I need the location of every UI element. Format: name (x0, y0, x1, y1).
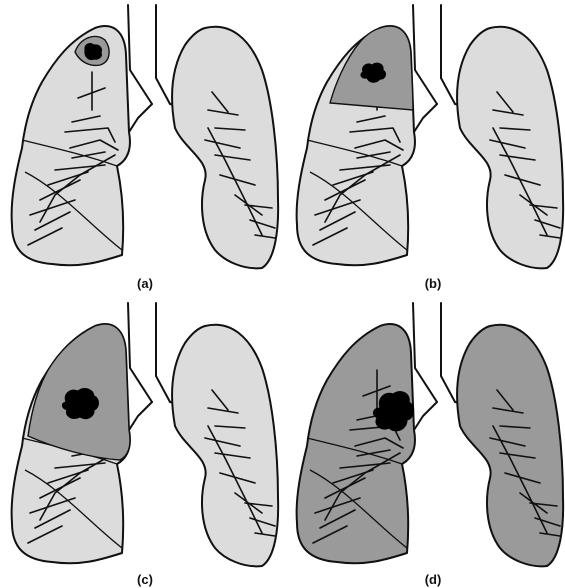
panel-c: (c) (12, 303, 279, 587)
lung-schematic (297, 5, 564, 268)
panel-label-a: (a) (137, 276, 153, 291)
panel-b: (b) (297, 5, 564, 291)
tumor-mass (62, 389, 98, 419)
lung-schematic (297, 303, 564, 566)
lung-schematic (12, 5, 279, 268)
panel-label-d: (d) (425, 572, 442, 587)
panel-d: (d) (297, 303, 564, 587)
panel-label-b: (b) (425, 276, 442, 291)
panel-a: (a) (12, 5, 279, 291)
panel-label-c: (c) (137, 572, 153, 587)
tumor-mass (85, 44, 102, 60)
